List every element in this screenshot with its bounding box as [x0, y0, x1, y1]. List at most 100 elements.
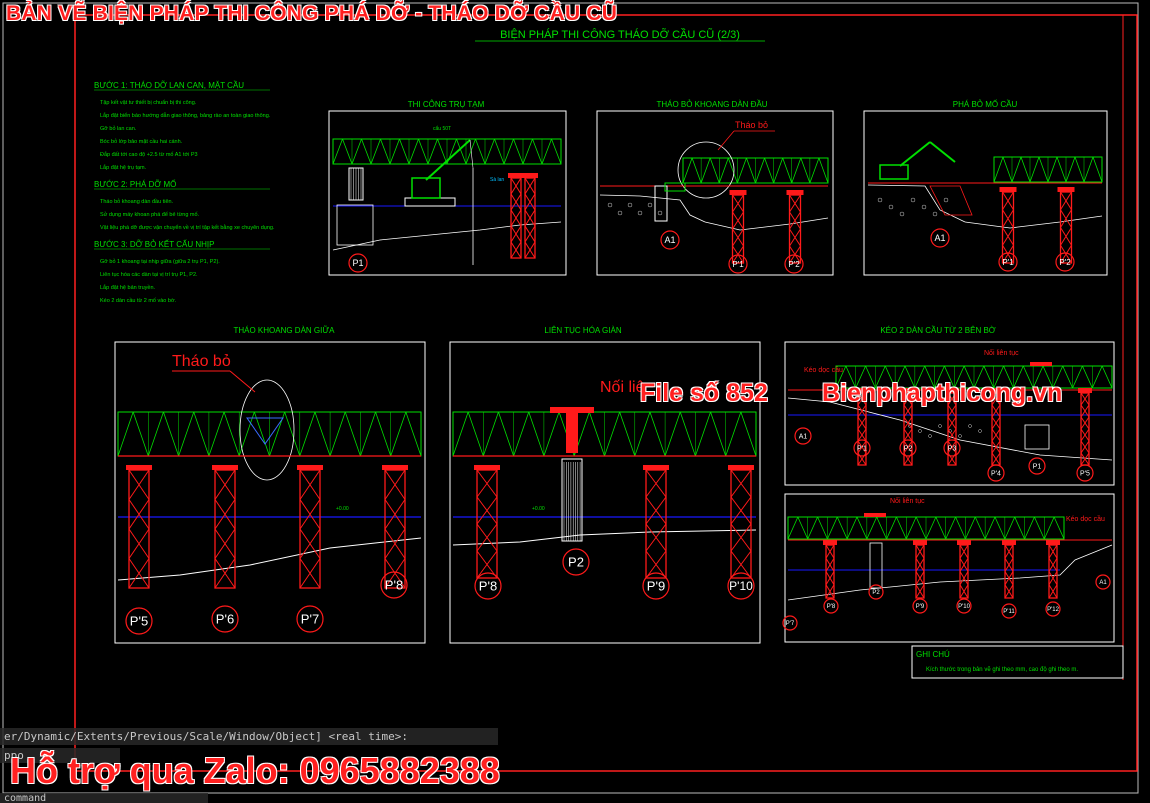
truss-diagonal: [467, 411, 484, 457]
truss-diagonal: [945, 516, 956, 540]
pier-brace: [903, 392, 913, 406]
truss-diagonal: [1042, 365, 1054, 389]
remove-callout: Tháo bỏ: [172, 353, 231, 370]
truss-diagonal: [418, 138, 429, 165]
pier: [508, 173, 524, 259]
pier-brace: [1004, 571, 1014, 586]
truss-diagonal: [494, 138, 505, 165]
soil-hatch: [607, 202, 613, 208]
command-input[interactable]: command: [0, 793, 208, 803]
truss-diagonal: [924, 365, 935, 389]
pier-label-circle: [562, 548, 590, 576]
pier: [957, 540, 971, 599]
pier-column: [645, 469, 667, 579]
step-item: Lắp đặt biển báo hướng dẫn giao thông, b…: [100, 112, 271, 119]
soil-hatch: [637, 210, 643, 216]
abutment-slope: [867, 184, 966, 223]
step-item: Kéo 2 dàn cầu từ 2 mố vào bờ.: [100, 298, 177, 304]
truss-diagonal: [983, 365, 995, 389]
pier-brace: [730, 550, 752, 579]
panel-title-p6: KÉO 2 DÀN CẦU TỪ 2 BÊN BỜ: [880, 325, 995, 335]
pier-brace: [730, 523, 752, 552]
pier-brace: [1080, 392, 1090, 406]
pier-brace: [510, 241, 522, 259]
watermark-file-number: File số 852: [640, 379, 768, 407]
pier-brace: [476, 523, 498, 552]
panel-frame-p4: [114, 341, 426, 644]
truss-diagonal: [1011, 156, 1022, 183]
soil-hatch: [928, 434, 932, 438]
pier-label-circle: [998, 252, 1018, 272]
truss-diagonal: [604, 411, 621, 457]
truss-diagonal: [541, 138, 552, 165]
truss-diagonal: [532, 138, 543, 165]
truss-diagonal: [1043, 516, 1055, 540]
pier-brace: [1002, 244, 1014, 264]
pier-brace: [915, 544, 925, 559]
pier-label-circle: [784, 254, 804, 274]
truss-diagonal: [1083, 156, 1094, 183]
truss-diagonal: [178, 411, 195, 457]
pier-column: [788, 194, 802, 264]
pier-column: [959, 544, 969, 599]
pier: [855, 388, 869, 466]
pier-column: [825, 544, 835, 599]
pier-brace: [128, 469, 150, 500]
truss-diagonal: [1004, 516, 1016, 540]
pier-label-circle: [474, 572, 502, 600]
pier-brace: [645, 469, 667, 498]
pier-brace: [991, 440, 1001, 454]
pier-cap: [786, 190, 804, 195]
pier: [382, 465, 408, 589]
watermark-website[interactable]: Bienphapthicong.vn: [822, 379, 1063, 407]
pier-brace: [1080, 428, 1090, 442]
pier-label: P'9: [647, 579, 665, 594]
pier-brace: [991, 452, 1001, 466]
pier-label-circle: [380, 571, 408, 599]
pier-brace: [959, 557, 969, 572]
pier-label-circle: [782, 615, 798, 631]
truss-diagonal: [894, 365, 906, 389]
truss-diagonal: [955, 516, 966, 540]
pier: [728, 465, 754, 579]
pier-label: P'9: [916, 604, 925, 610]
truss-diagonal: [1014, 516, 1025, 540]
pier-brace: [732, 211, 744, 230]
pier-label: P'6: [216, 612, 234, 627]
truss-diagonal: [1065, 156, 1076, 183]
riverbed: [452, 529, 757, 546]
truss-diagonal: [817, 516, 828, 540]
pier-brace: [128, 558, 150, 589]
pier-cap: [1046, 540, 1060, 545]
truss-diagonal: [782, 157, 793, 184]
pull-callout: Kéo dọc cầu: [1066, 514, 1105, 523]
truss-diagonal: [1062, 365, 1073, 389]
truss-diagonal: [437, 138, 448, 165]
soil-hatch: [921, 204, 927, 210]
pier-label: P1: [1033, 463, 1042, 470]
truss-diagonal: [117, 411, 134, 457]
pier-brace: [730, 469, 752, 498]
truss-diagonal: [904, 365, 916, 389]
truss-diagonal: [746, 157, 756, 184]
abutment-removed: [929, 185, 973, 216]
step-heading: BƯỚC 2: PHÁ DỠ MỐ: [94, 179, 176, 189]
pier-brace: [1048, 544, 1058, 559]
pier-cap: [913, 540, 927, 545]
truss-diagonal: [1092, 156, 1103, 183]
pier-brace: [1080, 416, 1090, 430]
pier-brace: [947, 440, 957, 454]
truss-diagonal: [299, 411, 316, 457]
truss-diagonal: [361, 138, 372, 165]
pier-brace: [915, 557, 925, 572]
pier-brace: [524, 241, 536, 259]
truss-diagonal: [914, 365, 926, 389]
pier-brace: [1004, 584, 1014, 599]
pier-cap: [728, 465, 754, 470]
pier-brace: [915, 584, 925, 599]
soil-hatch: [932, 211, 938, 217]
pier-brace: [510, 193, 522, 211]
watermark-zalo-contact[interactable]: Hỗ trợ qua Zalo: 0965882388: [10, 750, 500, 791]
